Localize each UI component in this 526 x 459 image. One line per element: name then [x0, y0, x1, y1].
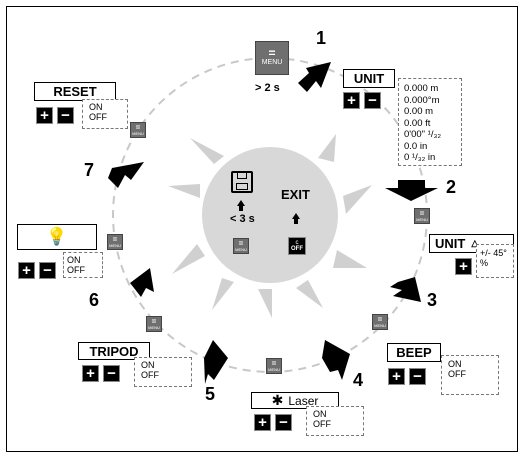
hold-duration-text: > 2 s — [255, 82, 280, 94]
reset-label: RESET — [34, 82, 116, 101]
step-number-2: 2 — [446, 177, 457, 197]
reset-off[interactable]: OFF — [89, 112, 107, 122]
unit-minus-key[interactable]: − — [364, 92, 381, 109]
light-minus-key[interactable]: − — [39, 262, 56, 279]
unit-option[interactable]: 0'00" ¹/₃₂ — [404, 129, 442, 140]
beep-off[interactable]: OFF — [448, 369, 466, 379]
diagram-frame — [6, 6, 518, 452]
unit-option[interactable]: 0.000 m — [404, 83, 439, 94]
step-number-4: 4 — [353, 370, 364, 390]
menu-key-step-4[interactable]: =MENU — [266, 358, 282, 374]
laser-icon: ✱ — [271, 392, 284, 408]
save-icon — [231, 171, 253, 193]
light-plus-key[interactable]: + — [18, 262, 35, 279]
unit-options-list: 0.000 m 0.000°m 0.00 m 0.00 ft 0'00" ¹/₃… — [398, 78, 462, 166]
laser-off[interactable]: OFF — [313, 419, 331, 429]
spoke-5 — [258, 289, 272, 318]
hub-spokes — [168, 134, 372, 318]
exit-arrow-icon — [292, 213, 300, 224]
step-number-5: 5 — [205, 384, 216, 404]
tripod-minus-key[interactable]: − — [103, 365, 120, 382]
unit-label: UNIT — [343, 69, 395, 88]
center-arrows — [237, 200, 300, 224]
tripod-plus-key[interactable]: + — [82, 365, 99, 382]
spoke-6 — [212, 278, 234, 310]
beep-options: ON OFF — [441, 355, 499, 395]
unit-option[interactable]: 0.00 m — [404, 106, 434, 117]
reset-options: ON OFF — [82, 99, 128, 129]
tripod-label: TRIPOD — [78, 342, 150, 360]
laser-on[interactable]: ON — [313, 409, 327, 419]
exit-label: EXIT — [281, 187, 310, 202]
center-menu-key[interactable]: =MENU — [233, 238, 249, 254]
tripod-on[interactable]: ON — [141, 360, 155, 370]
beep-on[interactable]: ON — [448, 359, 462, 369]
laser-options: ON OFF — [306, 406, 364, 436]
menu-key-step-2[interactable]: =MENU — [414, 208, 430, 224]
spoke-7 — [172, 244, 205, 274]
unit-option[interactable]: 0 ¹/₃₂ in — [404, 152, 436, 163]
save-arrow-icon — [237, 200, 245, 211]
menu-key-large[interactable]: = MENU — [255, 41, 289, 75]
arrow-step-6 — [130, 268, 154, 297]
laser-plus-key[interactable]: + — [254, 414, 271, 431]
menu-bars-icon: = — [268, 46, 276, 60]
beep-minus-key[interactable]: − — [409, 368, 426, 385]
unit-option[interactable]: 0.00 ft — [404, 117, 431, 129]
light-off[interactable]: OFF — [67, 265, 85, 275]
tilt-options: +/- 45° % — [476, 244, 514, 278]
light-on[interactable]: ON — [67, 255, 81, 265]
step-number-7: 7 — [84, 160, 95, 180]
light-bulb-icon: 💡 — [46, 227, 68, 246]
step-number-6: 6 — [89, 290, 100, 310]
reset-minus-key[interactable]: − — [57, 107, 74, 124]
light-label: 💡 — [17, 224, 97, 250]
arrow-step-1 — [298, 62, 331, 92]
menu-key-label: MENU — [261, 59, 283, 66]
menu-key-step-6[interactable]: =MENU — [107, 234, 123, 250]
beep-plus-key[interactable]: + — [388, 368, 405, 385]
spoke-2 — [343, 185, 372, 214]
beep-label: BEEP — [387, 343, 441, 362]
step-number-3: 3 — [427, 290, 438, 310]
tilt-warning-icon: △ — [471, 238, 479, 248]
clear-off-key[interactable]: c OFF — [288, 237, 306, 255]
menu-key-step-3[interactable]: =MENU — [372, 314, 388, 330]
arrow-step-5 — [204, 340, 228, 384]
laser-label: ✱ Laser — [251, 392, 339, 409]
step-number-1: 1 — [316, 28, 327, 48]
spoke-9 — [190, 138, 224, 164]
unit-option[interactable]: 0.000°m — [404, 94, 440, 106]
menu-key-step-5[interactable]: =MENU — [146, 316, 162, 332]
reset-plus-key[interactable]: + — [36, 107, 53, 124]
spoke-1 — [318, 134, 336, 162]
arrow-step-3 — [390, 277, 421, 302]
tilt-option-percent[interactable]: % — [480, 258, 489, 268]
tripod-off[interactable]: OFF — [141, 370, 159, 380]
menu-key-step-7[interactable]: =MENU — [130, 122, 146, 138]
light-options: ON OFF — [63, 252, 103, 278]
unit-plus-key[interactable]: + — [343, 92, 360, 109]
spoke-3 — [333, 250, 367, 268]
laser-minus-key[interactable]: − — [275, 414, 292, 431]
unit-option[interactable]: 0.0 in — [404, 140, 428, 152]
tilt-plus-key[interactable]: + — [455, 258, 472, 275]
center-hub — [202, 147, 338, 283]
arrow-step-2 — [385, 180, 438, 201]
spoke-4 — [296, 280, 323, 308]
step-arrows — [108, 62, 438, 384]
tripod-options: ON OFF — [134, 357, 192, 387]
tilt-option-degrees[interactable]: +/- 45° — [480, 248, 507, 258]
reset-on[interactable]: ON — [89, 102, 103, 112]
arrow-step-4 — [322, 340, 350, 380]
spoke-8 — [168, 184, 200, 198]
arrow-step-7 — [108, 162, 144, 188]
save-hold-duration: < 3 s — [230, 213, 255, 225]
